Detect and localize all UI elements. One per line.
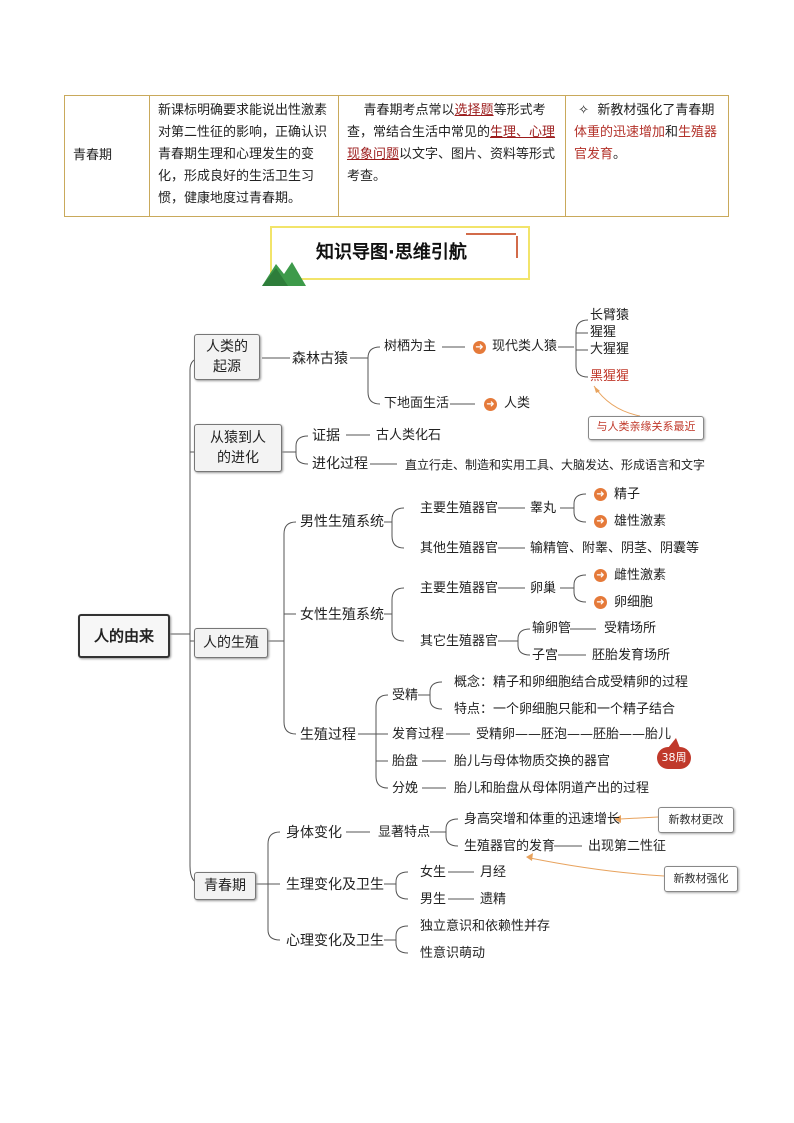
note-text-3: 。	[613, 147, 627, 162]
node-emission: 遗精	[480, 892, 507, 907]
exam-highlight-choice: 选择题	[454, 103, 494, 118]
node-sexual-awareness: 性意识萌动	[420, 946, 486, 961]
node-fossil: 古人类化石	[376, 428, 442, 443]
node-female-other: 其它生殖器官	[420, 634, 499, 649]
callout-new-textbook-changed: 新教材更改	[658, 807, 734, 833]
node-fert-concept: 概念：精子和卵细胞结合成受精卵的过程	[454, 675, 689, 690]
note-highlight-organ: 生殖器官发育	[574, 125, 718, 162]
node-oviduct-desc: 受精场所	[604, 621, 657, 636]
node-oviduct: 输卵管	[532, 621, 572, 636]
branch-evolution: 从猿到人的进化	[194, 424, 282, 472]
node-birth: 分娩	[392, 781, 419, 796]
arrow-right-icon: ➜	[594, 488, 607, 501]
branch-reproduction: 人的生殖	[194, 628, 268, 658]
branch-origin: 人类的起源	[194, 334, 260, 380]
section-banner: 知识导图·思维引航	[270, 226, 530, 280]
arrow-right-icon: ➜	[594, 515, 607, 528]
node-ground-life: 下地面生活	[384, 396, 450, 411]
arrow-right-icon: ➜	[594, 596, 607, 609]
bullet-icon: ✧	[578, 103, 590, 118]
node-evidence: 证据	[312, 428, 340, 444]
exam-text-3: 以文字、图片、资料等形式考查。	[347, 147, 556, 184]
ape-item: 猩猩	[590, 325, 617, 340]
arrow-right-icon: ➜	[473, 341, 486, 354]
ape-item: 长臂猿	[590, 308, 630, 323]
banner-decoration	[466, 233, 516, 235]
curriculum-table: 青春期 新课标明确要求能说出性激素对第二性征的影响，正确认识青春期生理和心理发生…	[64, 95, 729, 217]
ape-item-highlight: 黑猩猩	[590, 369, 630, 384]
topic-cell: 青春期	[64, 95, 150, 217]
ape-item: 大猩猩	[590, 342, 630, 357]
node-fert-feature: 特点：一个卵细胞只能和一个精子结合	[454, 702, 676, 717]
exam-text-2: 等形式考查，常结合生活中常见的	[347, 103, 546, 140]
node-male-hormone: 雄性激素	[614, 514, 667, 529]
node-forest-ape: 森林古猿	[292, 351, 348, 367]
arrow-right-icon: ➜	[594, 569, 607, 582]
node-male-other-desc: 输精管、附睾、阴茎、阴囊等	[530, 541, 700, 556]
node-fertilization: 受精	[392, 688, 419, 703]
node-female-main: 主要生殖器官	[420, 581, 499, 596]
node-modern-ape: 现代类人猿	[492, 339, 558, 354]
node-evolution-process: 进化过程	[312, 456, 368, 472]
node-birth-desc: 胎儿和胎盘从母体阴道产出的过程	[454, 781, 650, 796]
node-significant: 显著特点	[378, 825, 431, 840]
node-human: 人类	[504, 396, 531, 411]
node-secondary-sex: 出现第二性征	[588, 839, 667, 854]
note-cell: ✧ 新教材强化了青春期体重的迅速增加和生殖器官发育。	[565, 95, 729, 217]
note-text-1: 新教材强化了青春期	[597, 103, 715, 118]
node-development-desc: 受精卵——胚泡——胚胎——胎儿	[476, 727, 672, 742]
node-sperm: 精子	[614, 487, 641, 502]
node-male-other: 其他生殖器官	[420, 541, 499, 556]
node-testis: 睾丸	[530, 501, 557, 516]
exam-cell: 青春期考点常以选择题等形式考查，常结合生活中常见的生理、心理现象问题以文字、图片…	[338, 95, 566, 217]
requirement-cell: 新课标明确要求能说出性激素对第二性征的影响，正确认识青春期生理和心理发生的变化，…	[149, 95, 339, 217]
mountain-icon	[262, 262, 306, 286]
node-uterus: 子宫	[532, 648, 559, 663]
branch-puberty: 青春期	[194, 872, 256, 900]
arrow-right-icon: ➜	[484, 398, 497, 411]
table-row: 青春期 新课标明确要求能说出性激素对第二性征的影响，正确认识青春期生理和心理发生…	[64, 95, 729, 217]
node-placenta-desc: 胎儿与母体物质交换的器官	[454, 754, 611, 769]
node-evolution-desc: 直立行走、制造和实用工具、大脑发达、形成语言和文字	[405, 458, 706, 472]
node-psychology: 心理变化及卫生	[286, 933, 384, 949]
badge-38-weeks: 38周	[657, 747, 691, 769]
node-boys: 男生	[420, 892, 447, 907]
banner-frame	[270, 226, 530, 280]
node-placenta: 胎盘	[392, 754, 419, 769]
node-independence: 独立意识和依赖性并存	[420, 919, 551, 934]
node-organ-dev: 生殖器官的发育	[464, 839, 556, 854]
node-girls: 女生	[420, 865, 447, 880]
node-ovary: 卵巢	[530, 581, 557, 596]
node-arboreal: 树栖为主	[384, 339, 437, 354]
node-uterus-desc: 胚胎发育场所	[592, 648, 671, 663]
exam-text-1: 青春期考点常以	[363, 103, 455, 118]
node-development: 发育过程	[392, 727, 445, 742]
note-text-2: 和	[665, 125, 679, 140]
banner-title: 知识导图·思维引航	[316, 242, 467, 263]
node-body-change: 身体变化	[286, 825, 342, 841]
node-physiology: 生理变化及卫生	[286, 877, 384, 893]
node-female-system: 女性生殖系统	[300, 607, 384, 623]
node-male-system: 男性生殖系统	[300, 514, 384, 530]
node-repro-process: 生殖过程	[300, 727, 356, 743]
banner-decoration-bar	[516, 236, 518, 258]
exam-highlight-phenomena: 生理、心理现象问题	[347, 125, 556, 162]
node-male-main: 主要生殖器官	[420, 501, 499, 516]
node-egg: 卵细胞	[614, 595, 654, 610]
node-female-hormone: 雌性激素	[614, 568, 667, 583]
callout-new-textbook-strengthened: 新教材强化	[664, 866, 738, 892]
callout-closest-relative: 与人类亲缘关系最近	[588, 416, 704, 440]
note-highlight-weight: 体重的迅速增加	[574, 125, 666, 140]
node-growth: 身高突增和体重的迅速增长	[464, 812, 621, 827]
root-node: 人的由来	[78, 614, 170, 658]
node-menses: 月经	[480, 865, 507, 880]
